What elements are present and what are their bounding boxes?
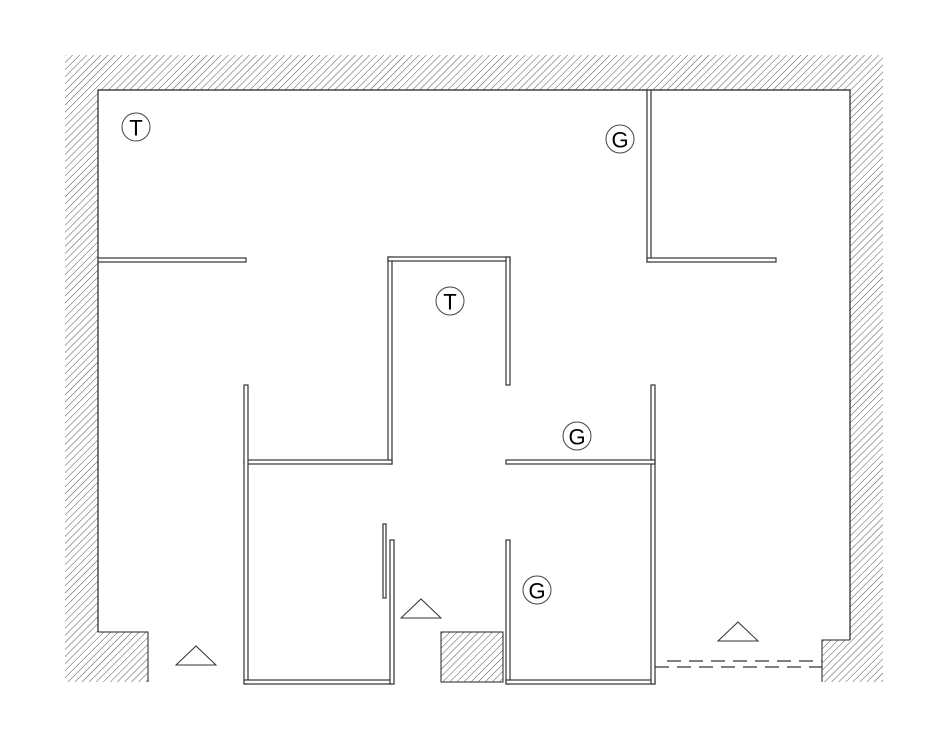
symbol-label: T <box>129 116 142 141</box>
partition <box>505 679 656 685</box>
symbol-t-2: T <box>435 286 465 316</box>
symbol-t-1: T <box>121 112 151 142</box>
partition <box>646 89 652 263</box>
partition <box>505 539 511 685</box>
partition <box>243 459 393 465</box>
door-leaf <box>382 523 387 599</box>
partition <box>243 384 249 685</box>
entrance-marker-icon <box>399 598 443 619</box>
symbol-g-3: G <box>522 575 552 605</box>
exterior-walls <box>65 55 883 683</box>
partition <box>97 257 247 263</box>
partitions <box>97 89 822 685</box>
partition <box>387 256 511 262</box>
symbol-label: G <box>611 128 628 153</box>
symbol-label: T <box>443 290 456 315</box>
entrance-marker-icon <box>174 645 218 666</box>
symbol-g-2: G <box>562 421 592 451</box>
symbol-label: G <box>568 425 585 450</box>
partition <box>505 256 511 386</box>
symbol-label: G <box>528 579 545 604</box>
partition <box>505 459 656 465</box>
wall-column-middle <box>440 631 504 683</box>
partition <box>389 539 395 685</box>
symbol-g-1: G <box>605 124 635 154</box>
partition <box>650 384 656 685</box>
wall-inner-edge <box>97 89 851 640</box>
partition <box>646 257 777 263</box>
wall-top-left-right <box>65 55 883 682</box>
partition <box>387 256 393 465</box>
partition <box>243 679 393 685</box>
entrance-marker-icon <box>716 621 760 642</box>
